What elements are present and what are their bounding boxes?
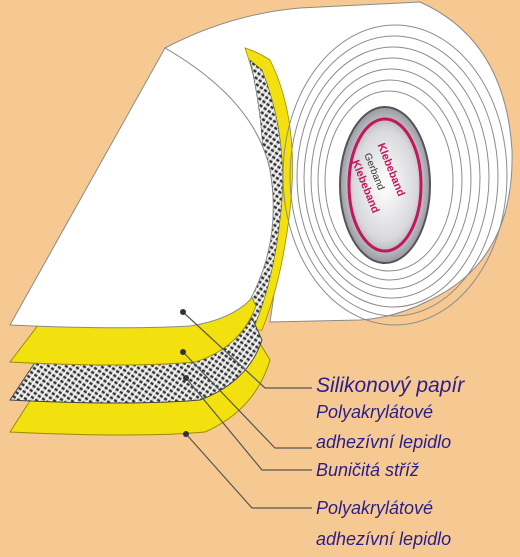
- label-adhesive-top-line2: adhezívní lepidlo: [316, 432, 451, 452]
- label-silicone: Silikonový papír: [316, 374, 465, 397]
- label-adhesive-top-line1: Polyakrylátové: [316, 402, 433, 422]
- label-adhesive-bottom-line1: Polyakrylátové: [316, 498, 433, 518]
- label-adhesive-bottom-line2: adhezívní lepidlo: [316, 529, 451, 549]
- label-cellulose: Buničitá stříž: [316, 460, 419, 480]
